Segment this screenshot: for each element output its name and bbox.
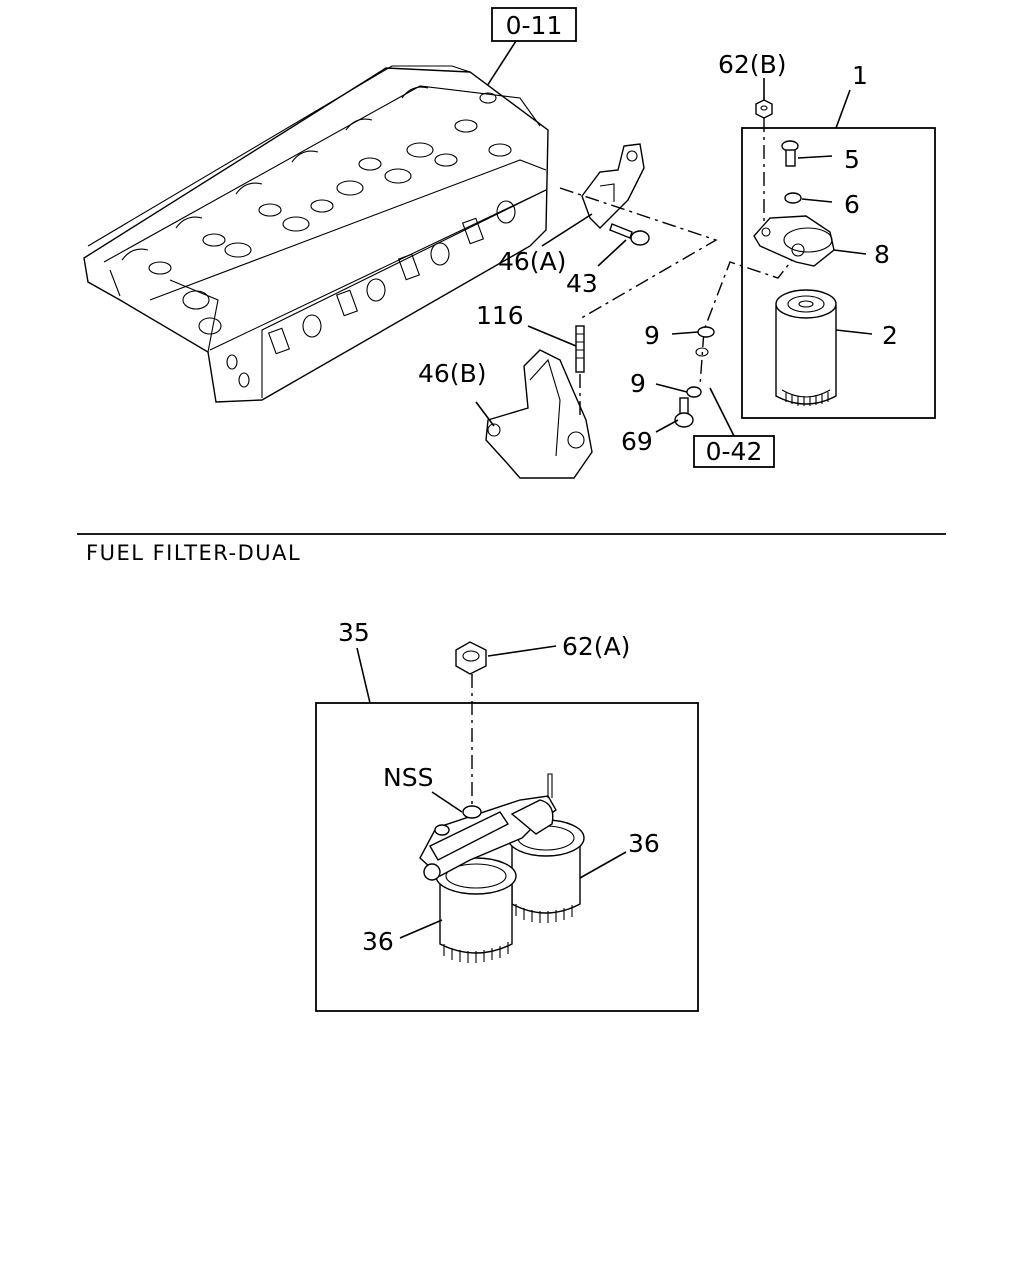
washer-9-lower-illustration [686,386,702,398]
label-116: 116 [476,301,524,330]
label-35: 35 [338,618,370,647]
assembly-box-35 [315,702,699,1012]
leader-5 [797,155,833,159]
bracket-46b-illustration [485,349,593,479]
label-36-right: 36 [628,829,660,858]
leader-9-lower [655,383,688,393]
leader-35 [356,647,371,704]
dual-filter-assembly-illustration [419,773,585,963]
bolt-69-illustration [674,397,694,428]
leader-2 [835,329,873,335]
filter-cartridge-2-illustration [775,289,837,406]
label-69: 69 [621,427,653,456]
label-2: 2 [882,321,898,350]
nut-62b-illustration [755,99,773,119]
label-46b: 46(B) [418,359,486,388]
assembly-line-washers [699,249,801,387]
leader-69 [655,419,679,433]
leader-0-42 [709,387,735,437]
ref-box-0-42[interactable]: 0-42 [693,435,775,468]
bolt-43-illustration [609,223,650,246]
nut-62a-illustration [455,641,487,675]
label-1: 1 [852,61,868,90]
washer-6-illustration [784,192,802,204]
assembly-line-bracket [559,187,718,321]
leader-62a [487,645,557,657]
leader-43 [597,239,627,267]
leader-6 [801,198,833,203]
label-5: 5 [844,145,860,174]
ref-label-0-42: 0-42 [706,437,763,466]
label-nss: NSS [383,763,433,792]
bracket-46a-illustration [581,143,645,229]
bolt-5-illustration [781,140,799,167]
washer-9-upper-illustration [697,326,715,338]
leader-nss [431,791,463,813]
label-6: 6 [844,190,860,219]
leader-46a [541,213,593,247]
assembly-box-1 [741,127,936,419]
label-8: 8 [874,240,890,269]
leader-36-left [399,919,443,939]
label-46a: 46(A) [498,247,566,276]
leader-8 [833,249,867,255]
stud-116-illustration [575,325,585,373]
label-62b: 62(B) [718,50,786,79]
label-36-left: 36 [362,927,394,956]
label-9-lower: 9 [630,369,646,398]
leader-116 [527,325,577,347]
leader-46b [475,401,495,427]
ref-label-0-11: 0-11 [506,11,563,40]
filter-head-8-illustration [753,215,835,267]
leader-9-upper [671,331,699,335]
leader-0-11 [486,40,517,87]
label-62a: 62(A) [562,632,630,661]
label-43: 43 [566,269,598,298]
washer-seat-illustration [695,347,709,357]
section-title: FUEL FILTER-DUAL [86,541,301,565]
cylinder-head-illustration [83,65,549,403]
label-9-upper: 9 [644,321,660,350]
leader-36-right [579,851,627,879]
ref-box-0-11[interactable]: 0-11 [491,7,577,42]
leader-1 [835,89,851,129]
